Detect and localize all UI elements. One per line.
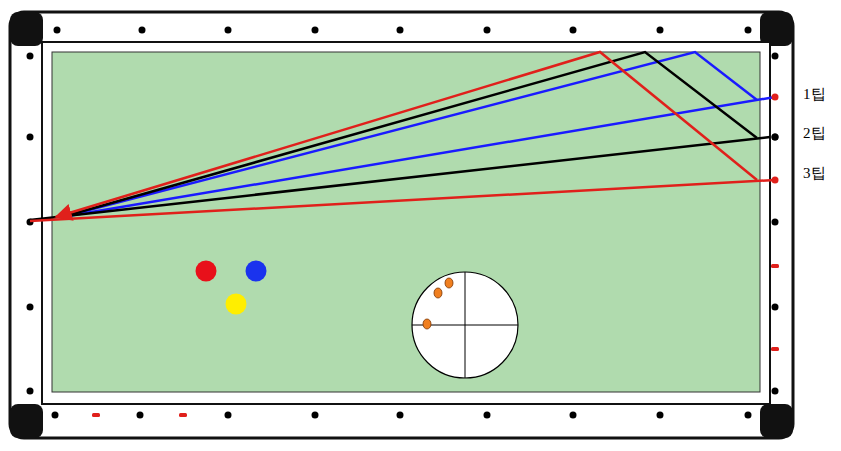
diamond-dot — [772, 53, 779, 60]
tip-label: 3팁 — [803, 166, 826, 181]
diamond-dot — [772, 388, 779, 395]
ball — [226, 294, 247, 315]
tip-point — [772, 94, 779, 101]
diamond-dot — [772, 134, 779, 141]
table-frame — [10, 12, 793, 438]
corner-block — [10, 404, 43, 438]
diamond-dot — [772, 219, 779, 226]
tip-label: 1팁 — [803, 87, 826, 102]
diamond-dot — [772, 304, 779, 311]
half-diamond-mark — [771, 347, 779, 351]
diamond-dot — [397, 27, 404, 34]
diamond-dot — [570, 412, 577, 419]
shot-path — [56, 52, 757, 217]
corner-block — [10, 12, 43, 46]
tip-contact-point — [423, 319, 431, 329]
shot-path — [30, 137, 770, 220]
diamond-dot — [745, 412, 752, 419]
half-diamond-mark — [92, 413, 100, 417]
cloth — [52, 52, 760, 392]
diamond-dot — [27, 304, 34, 311]
shot-path — [62, 52, 757, 217]
diamond-dot — [657, 412, 664, 419]
diamond-dot — [312, 412, 319, 419]
corner-block — [760, 404, 793, 438]
corner-block — [760, 12, 793, 46]
tip-point — [772, 134, 779, 141]
diamond-dot — [27, 134, 34, 141]
diamond-dot — [745, 27, 752, 34]
diamond-dot — [312, 27, 319, 34]
diamond-dot — [657, 27, 664, 34]
shot-path — [62, 52, 757, 217]
tip-point — [772, 177, 779, 184]
shot-path — [30, 180, 775, 221]
ball — [196, 261, 217, 282]
tip-label: 2팁 — [803, 126, 826, 141]
diamond-dot — [52, 412, 59, 419]
diamond-dot — [139, 27, 146, 34]
diamond-dot — [27, 388, 34, 395]
diamond-dot — [225, 27, 232, 34]
cue-tip-diagram — [412, 272, 518, 378]
diamond-dot — [397, 412, 404, 419]
tip-contact-point — [434, 288, 442, 298]
half-diamond-mark — [771, 264, 779, 268]
half-diamond-mark — [179, 413, 187, 417]
ball — [246, 261, 267, 282]
diamond-dot — [570, 27, 577, 34]
diamond-dot — [225, 412, 232, 419]
tip-contact-point — [445, 278, 453, 288]
diamond-dot — [27, 53, 34, 60]
diamond-dot — [484, 27, 491, 34]
diamond-dot — [484, 412, 491, 419]
diamond-dot — [54, 27, 61, 34]
diamond-dot — [137, 412, 144, 419]
cushion — [42, 42, 770, 404]
